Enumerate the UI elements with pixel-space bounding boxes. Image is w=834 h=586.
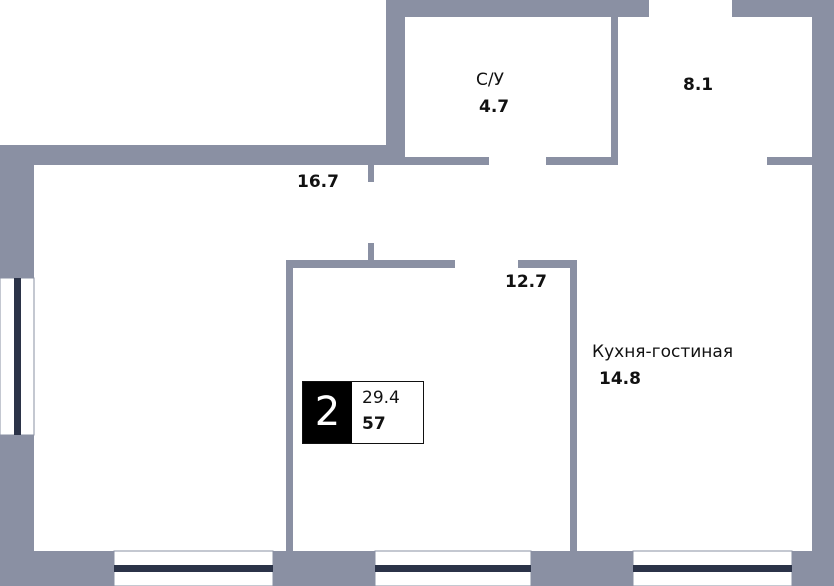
- wall-bathroom-right: [611, 0, 618, 165]
- window-bottom-1-bar: [114, 565, 273, 572]
- wall-bottom-1: [0, 551, 114, 586]
- wall-bathroom-left: [386, 0, 405, 165]
- wall-stub-top: [368, 165, 374, 182]
- total-area: 57: [362, 414, 386, 434]
- wall-bedroom-left: [286, 260, 293, 586]
- bathroom-area: 4.7: [479, 97, 510, 117]
- wall-bathroom-bottom-left: [405, 157, 489, 165]
- wall-bedroom-right-top: [518, 260, 577, 268]
- wall-hall-bottom: [767, 157, 834, 165]
- kitchen-living-area: 14.8: [599, 369, 641, 389]
- hall-area: 8.1: [683, 75, 714, 95]
- wall-hall-top: [732, 0, 834, 17]
- apartment-badge: 2 29.4 57: [302, 381, 424, 444]
- windows: [0, 277, 793, 586]
- corridor-area: 16.7: [297, 172, 339, 192]
- wall-hall-right: [812, 0, 834, 586]
- bathroom-name: С/У: [476, 70, 504, 90]
- wall-left-upper: [0, 145, 34, 278]
- wall-bathroom-bottom-right: [546, 157, 618, 165]
- wall-bathroom-top: [386, 0, 649, 17]
- wall-bedroom-right: [570, 260, 577, 586]
- window-left-bar: [14, 278, 21, 435]
- wall-bottom-3: [531, 551, 633, 586]
- living-area: 29.4: [362, 388, 400, 408]
- window-bottom-2-bar: [375, 565, 531, 572]
- wall-stub-bottom: [368, 243, 374, 260]
- wall-top-left: [0, 145, 405, 165]
- bedroom-area: 12.7: [505, 272, 547, 292]
- room-count: 2: [303, 382, 352, 443]
- wall-bottom-2: [273, 551, 375, 586]
- kitchen-living-name: Кухня-гостиная: [592, 342, 734, 362]
- wall-bottom-4: [792, 551, 834, 586]
- window-bottom-3-bar: [633, 565, 792, 572]
- wall-bedroom-top: [286, 260, 455, 268]
